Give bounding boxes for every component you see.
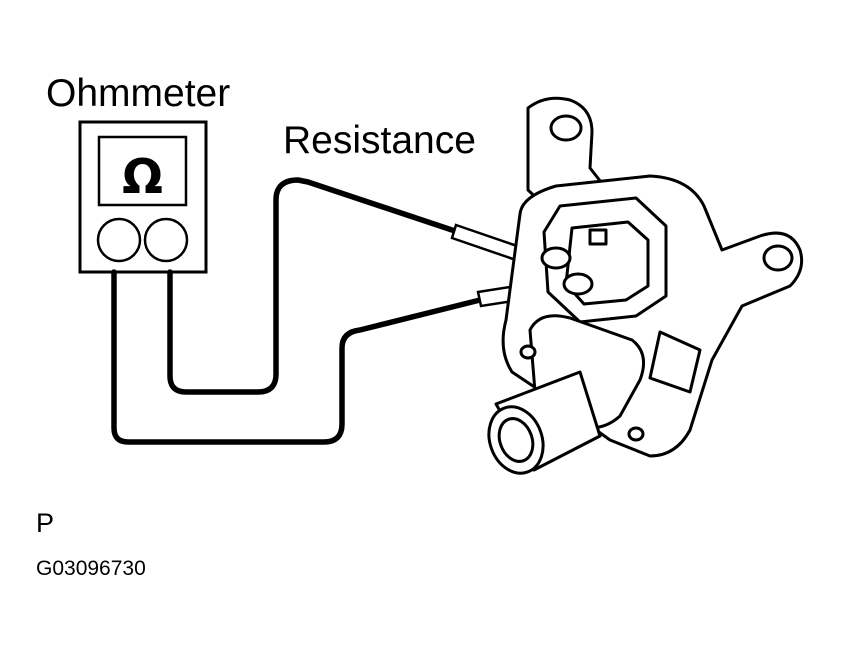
test-lead-upper (167, 177, 461, 395)
resistance-label: Resistance (283, 119, 476, 162)
side-ear-hole (762, 244, 794, 272)
terminal-lower (562, 272, 594, 296)
connector-latch (588, 228, 608, 246)
ohmmeter-display (97, 135, 188, 207)
ohm-symbol: Ω (122, 149, 163, 205)
meter-jack-right (143, 217, 189, 263)
figure-code: G03096730 (36, 557, 146, 580)
test-lead-lower (111, 269, 483, 445)
chamber-bolt (519, 344, 537, 360)
ohmmeter-label: Ohmmeter (46, 72, 231, 115)
valve-assembly (487, 96, 804, 475)
view-letter: P (36, 508, 55, 538)
terminal-upper (540, 246, 572, 270)
side-flange (648, 330, 702, 394)
meter-jack-left (96, 217, 142, 263)
bracket-hole (549, 114, 583, 142)
ohmmeter: Ω (78, 120, 208, 274)
outlet-pipe-bore (497, 417, 535, 463)
body-bolt (627, 426, 645, 442)
